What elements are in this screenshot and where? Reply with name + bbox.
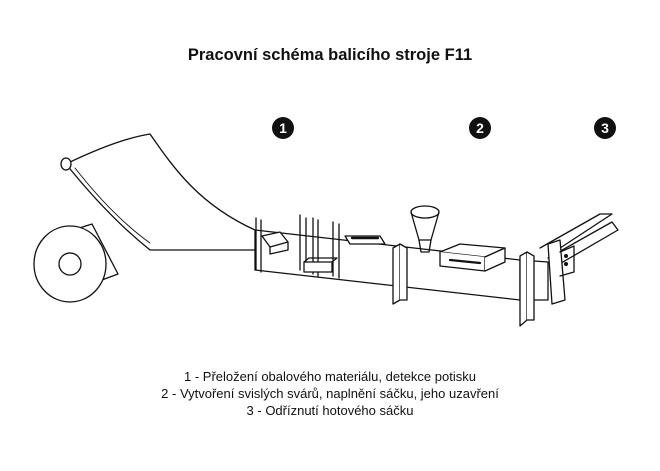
material-roll — [33, 223, 119, 303]
filling-hopper — [410, 205, 440, 253]
svg-text:2: 2 — [476, 120, 484, 136]
transverse-sealer — [439, 243, 506, 272]
legend-item-1: 1 - Přeložení obalového materiálu, detek… — [184, 369, 476, 384]
diagram-title: Pracovní schéma balicího stroje F11 — [187, 46, 473, 64]
legend-item-3: 3 - Odříznutí hotového sáčku — [246, 403, 414, 418]
svg-text:3: 3 — [601, 120, 609, 136]
cutter-unit — [519, 213, 619, 327]
film-web — [60, 133, 256, 251]
print-sensor — [303, 257, 338, 273]
legend: 1 - Přeložení obalového materiálu, detek… — [0, 368, 660, 419]
step-badge-2: 2 — [469, 117, 491, 139]
step-badge-3: 3 — [594, 117, 616, 139]
legend-item-2: 2 - Vytvoření svislých svárů, naplnění s… — [161, 386, 499, 401]
svg-text:1: 1 — [279, 120, 287, 136]
vertical-sealer — [344, 235, 386, 245]
sealing-jaws — [392, 243, 408, 305]
step-badge-1: 1 — [272, 117, 294, 139]
